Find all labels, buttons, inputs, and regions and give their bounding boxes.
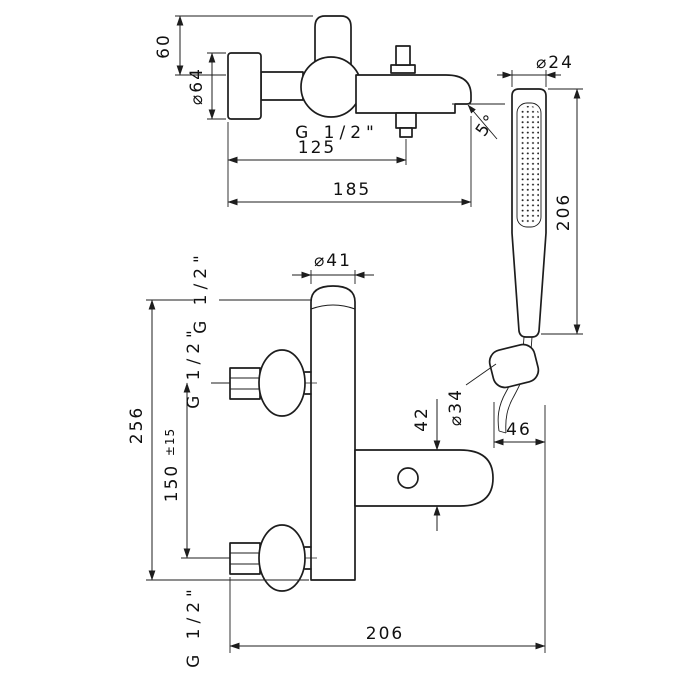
dim-60-label: 60 (154, 33, 174, 59)
dim-125-label: 125 (298, 138, 336, 158)
thread-label-upper-union: G 1/2" (184, 325, 204, 409)
dim-46-label: 46 (506, 420, 532, 440)
dim-150-tolerance: ±15 (163, 428, 177, 456)
mixer-side-view (227, 15, 505, 140)
spray-face-outline (516, 102, 542, 228)
front-view-dimensions: ⌀41 G 1/2" 256 150 ±15 G 1/2" G 1/2" 42 … (127, 250, 546, 668)
thread-label-top-view: G 1/2" (295, 123, 379, 143)
column-cap-seam (310, 304, 356, 310)
lower-union-escutcheon (258, 524, 306, 592)
angle-leader-line (467, 104, 498, 140)
mixer-body (300, 56, 362, 118)
hose-outlet-nipple (399, 127, 413, 138)
dim-d34-label: ⌀34 (446, 388, 466, 426)
diverter-base (390, 64, 416, 74)
thread-label-lower-union: G 1/2" (184, 584, 204, 668)
dim-206-bottom-label: 206 (366, 624, 404, 644)
dim-256-label: 256 (127, 406, 147, 444)
dim-d41-label: ⌀41 (314, 251, 352, 271)
hand-shower-dimensions: ⌀24 206 ⌀34 46 (446, 53, 583, 653)
column-body (310, 285, 356, 581)
body-connector (260, 71, 304, 101)
hand-shower (488, 88, 547, 434)
thread-label-column-top: G 1/2" (191, 250, 211, 334)
hose-outlet (395, 112, 417, 129)
spout (355, 74, 472, 114)
diverter-button (397, 467, 419, 489)
dim-150-label: 150 (162, 464, 182, 502)
hose-end (498, 430, 507, 434)
bath-spout (354, 449, 494, 507)
upper-union-nut (229, 367, 261, 400)
spray-nozzle-dots (519, 106, 539, 224)
dim-d24-label: ⌀24 (536, 53, 574, 73)
dim-d64-label: ⌀64 (187, 67, 207, 105)
wall-escutcheon (227, 52, 262, 120)
diverter-knob (395, 45, 411, 66)
mixer-front-view (229, 285, 494, 592)
dim-206-vertical-label: 206 (554, 193, 574, 231)
lower-union-nut (229, 542, 261, 575)
dim-42-label: 42 (412, 406, 432, 432)
upper-union-escutcheon (258, 349, 306, 417)
dim-185-label: 185 (333, 180, 371, 200)
shower-holder-bracket (488, 343, 540, 389)
